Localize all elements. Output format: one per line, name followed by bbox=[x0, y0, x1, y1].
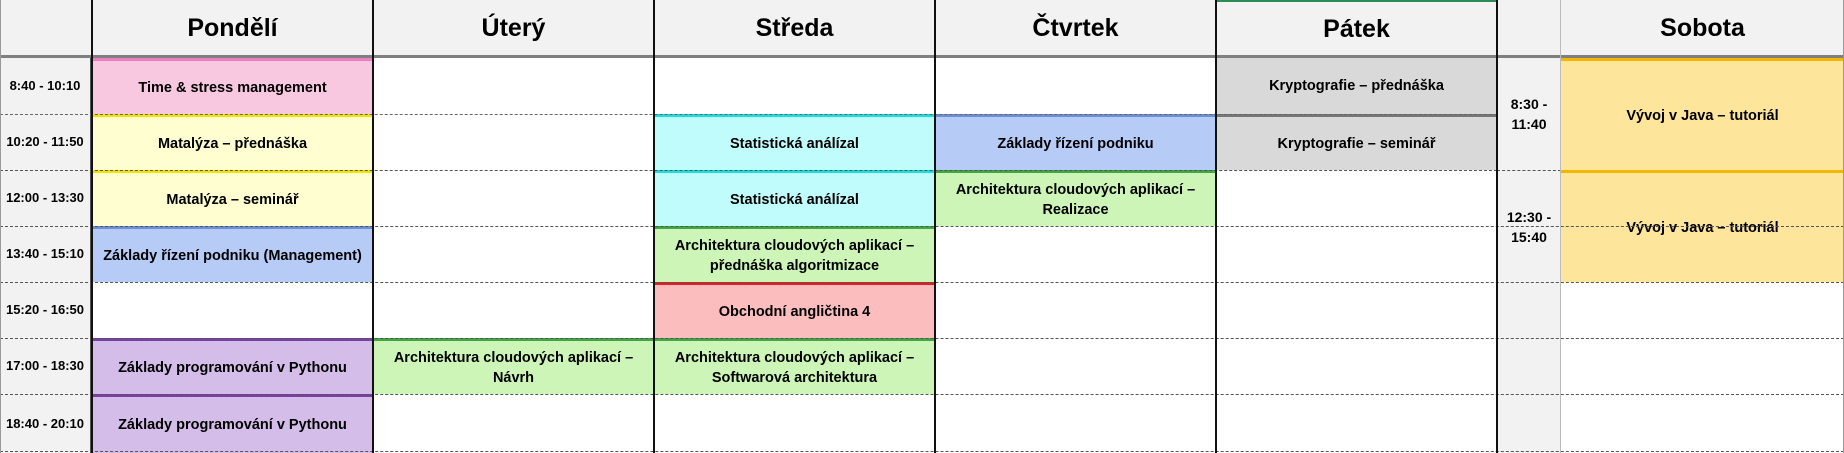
column-divider bbox=[1496, 0, 1498, 453]
row-divider bbox=[0, 170, 1497, 171]
column-divider bbox=[1560, 0, 1561, 453]
header-sat-time bbox=[1497, 0, 1561, 58]
event-wednesday-6[interactable]: Architektura cloudových aplikací – Softw… bbox=[654, 338, 935, 394]
column-divider bbox=[653, 0, 655, 453]
row-divider bbox=[0, 282, 1844, 283]
time-slot-2: 10:20 - 11:50 bbox=[0, 114, 92, 170]
event-monday-3[interactable]: Matalýza – seminář bbox=[92, 170, 373, 226]
header-saturday[interactable]: Sobota bbox=[1561, 0, 1844, 58]
event-wednesday-3[interactable]: Statistická análízal bbox=[654, 170, 935, 226]
saturday-time-1: 8:30 - 11:40 bbox=[1497, 58, 1561, 170]
row-divider bbox=[0, 394, 1844, 395]
column-divider bbox=[0, 0, 1, 453]
event-wednesday-2[interactable]: Statistická análízal bbox=[654, 114, 935, 170]
event-monday-4[interactable]: Základy řízení podniku (Management) bbox=[92, 226, 373, 282]
event-thursday-3[interactable]: Architektura cloudových aplikací – Reali… bbox=[935, 170, 1216, 226]
column-divider bbox=[372, 0, 374, 453]
header-friday[interactable]: Pátek bbox=[1216, 0, 1497, 58]
row-divider bbox=[0, 114, 1497, 115]
header-tuesday[interactable]: Úterý bbox=[373, 0, 654, 58]
row-divider bbox=[0, 451, 1844, 452]
time-slot-3: 12:00 - 13:30 bbox=[0, 170, 92, 226]
column-divider bbox=[1215, 0, 1217, 453]
header-wednesday[interactable]: Středa bbox=[654, 0, 935, 58]
time-slot-6: 17:00 - 18:30 bbox=[0, 338, 92, 394]
row-divider bbox=[0, 226, 1844, 227]
column-divider bbox=[934, 0, 936, 453]
time-slot-7: 18:40 - 20:10 bbox=[0, 394, 92, 453]
column-divider bbox=[91, 0, 93, 453]
event-monday-1[interactable]: Time & stress management bbox=[92, 58, 373, 114]
event-friday-2[interactable]: Kryptografie – seminář bbox=[1216, 114, 1497, 170]
event-monday-2[interactable]: Matalýza – přednáška bbox=[92, 114, 373, 170]
event-wednesday-5[interactable]: Obchodní angličtina 4 bbox=[654, 282, 935, 338]
header-monday[interactable]: Pondělí bbox=[92, 0, 373, 58]
event-friday-1[interactable]: Kryptografie – přednáška bbox=[1216, 58, 1497, 114]
saturday-time-empty bbox=[1497, 282, 1561, 453]
header-thursday[interactable]: Čtvrtek bbox=[935, 0, 1216, 58]
event-tuesday-6[interactable]: Architektura cloudových aplikací – Návrh bbox=[373, 338, 654, 394]
time-slot-1: 8:40 - 10:10 bbox=[0, 58, 92, 114]
time-slot-5: 15:20 - 16:50 bbox=[0, 282, 92, 338]
event-wednesday-4[interactable]: Architektura cloudových aplikací – předn… bbox=[654, 226, 935, 282]
time-slot-4: 13:40 - 15:10 bbox=[0, 226, 92, 282]
event-thursday-2[interactable]: Základy řízení podniku bbox=[935, 114, 1216, 170]
row-divider bbox=[0, 338, 1844, 339]
event-monday-7[interactable]: Základy programování v Pythonu bbox=[92, 394, 373, 453]
corner-cell bbox=[0, 0, 92, 58]
event-monday-6[interactable]: Základy programování v Pythonu bbox=[92, 338, 373, 394]
event-saturday-1[interactable]: Vývoj v Java – tutoriál bbox=[1561, 58, 1844, 170]
